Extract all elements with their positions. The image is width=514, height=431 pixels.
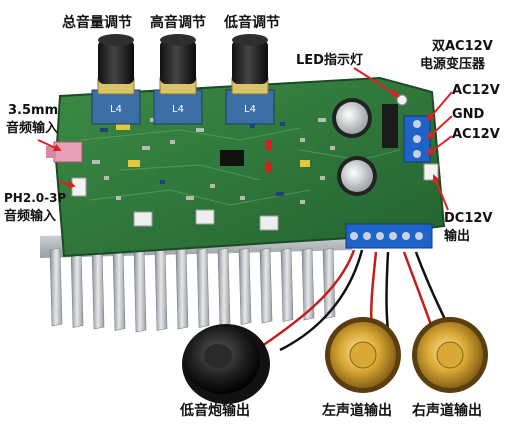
label-ph20-2: 音频输入 <box>4 209 57 224</box>
subwoofer-speaker <box>182 324 270 404</box>
pot-silk-mark: L4 <box>110 104 122 115</box>
label-master-volume: 总音量调节 <box>62 15 132 31</box>
annotation-arrows <box>37 67 453 211</box>
label-bass: 低音调节 <box>224 15 280 31</box>
potentiometer-knob[interactable]: L4 <box>153 34 203 125</box>
pcb-board <box>46 76 446 258</box>
regulator <box>382 104 398 148</box>
left-speaker <box>325 317 401 393</box>
right-speaker <box>412 317 488 393</box>
label-transformer-2: 电源变压器 <box>420 57 486 72</box>
label-input35-1: 3.5mm <box>8 103 59 118</box>
label-input35-2: 音频输入 <box>6 121 59 136</box>
label-dc12v-2: 输出 <box>444 229 471 244</box>
power-terminal <box>403 115 431 163</box>
pot-silk-mark: L4 <box>172 104 184 115</box>
ic-chip <box>220 150 244 166</box>
dc-output-connector <box>423 163 439 181</box>
label-led: LED指示灯 <box>296 53 363 68</box>
speaker-terminal <box>345 223 433 249</box>
potentiometer-knob[interactable]: L4 <box>91 34 141 125</box>
label-right-out: 右声道输出 <box>412 403 482 419</box>
label-ac12v-top: AC12V <box>452 83 500 98</box>
ph2-connector <box>71 177 87 197</box>
label-gnd: GND <box>452 107 485 122</box>
label-left-out: 左声道输出 <box>322 403 392 419</box>
led <box>396 94 408 106</box>
potentiometer-knob[interactable]: L4 <box>225 34 275 125</box>
label-subwoofer-out: 低音炮输出 <box>180 403 250 419</box>
pot-silk-mark: L4 <box>244 104 256 115</box>
label-ac12v-bottom: AC12V <box>452 127 500 142</box>
label-dc12v-1: DC12V <box>444 211 493 226</box>
label-ph20-1: PH2.0-3P <box>4 191 67 205</box>
label-treble: 高音调节 <box>150 15 206 31</box>
label-transformer-1: 双AC12V <box>432 39 493 54</box>
capacitor-bottom <box>337 156 377 196</box>
capacitor-top <box>332 98 372 138</box>
